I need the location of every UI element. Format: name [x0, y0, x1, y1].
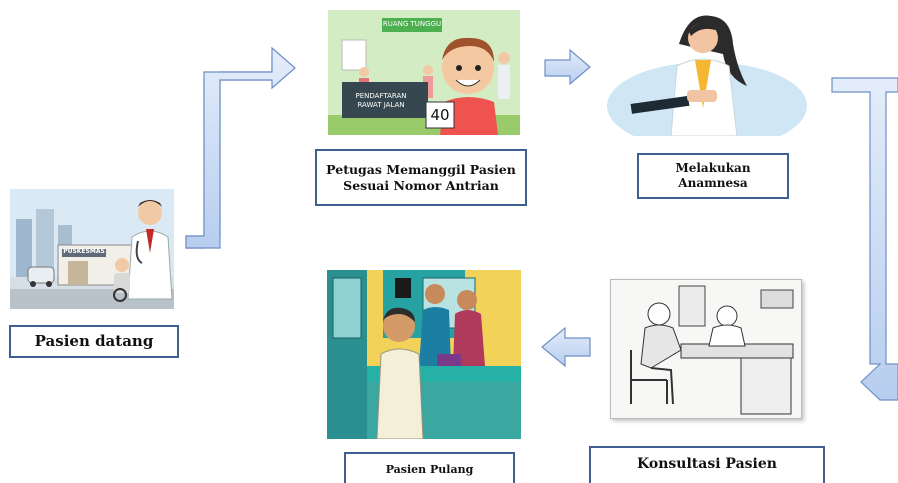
puskesmas-sign: PUSKESMAS [63, 248, 105, 255]
room-sign: RUANG TUNGGU [382, 20, 442, 28]
doctor-clipboard-illustration [607, 8, 807, 136]
label-pasien-pulang: Pasien Pulang [344, 452, 515, 483]
pharmacy-counter-illustration [327, 270, 521, 439]
arrow-datang-to-petugas [185, 55, 295, 249]
arrow-konsultasi-to-pulang [541, 326, 591, 368]
arrow-anamnesa-to-konsultasi [831, 77, 898, 401]
consultation-sketch [610, 279, 802, 419]
label-petugas-memanggil: Petugas Memanggil Pasien Sesuai Nomor An… [315, 149, 527, 206]
queue-number: 40 [430, 106, 450, 124]
waiting-room-illustration: RUANG TUNGGU PENDAFTARAN RAWAT JALAN 40 [328, 10, 520, 135]
registration-desk-sign: PENDAFTARAN RAWAT JALAN [355, 92, 407, 110]
arrow-petugas-to-anamnesa [544, 48, 591, 86]
label-konsultasi: Konsultasi Pasien [589, 446, 825, 483]
puskesmas-illustration: PUSKESMAS [10, 189, 174, 309]
label-anamnesa: Melakukan Anamnesa [637, 153, 789, 199]
label-pasien-datang: Pasien datang [9, 325, 179, 358]
